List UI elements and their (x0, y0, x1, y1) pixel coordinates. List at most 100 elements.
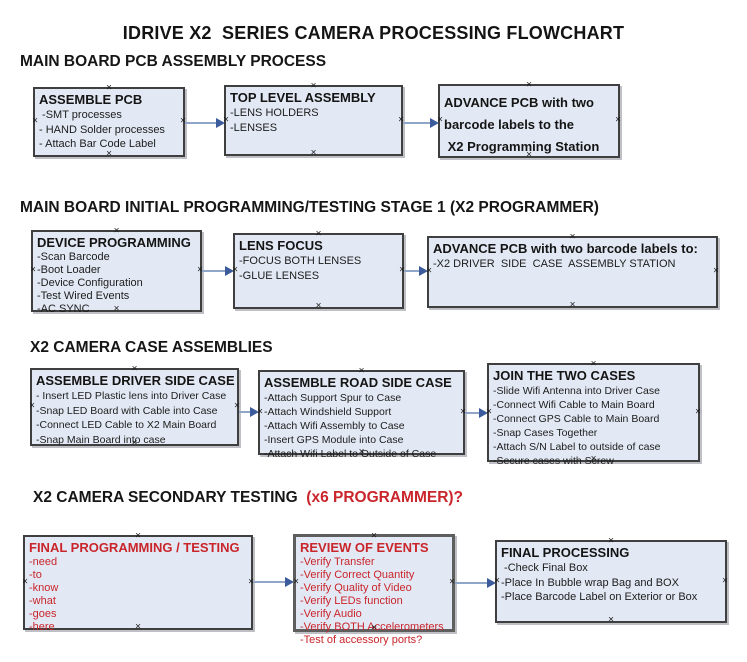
box-title: ADVANCE PCB with two barcode labels to: (433, 241, 698, 256)
box-item: -Place In Bubble wrap Bag and BOX (501, 576, 679, 589)
box-title-line: ADVANCE PCB with two (444, 95, 594, 110)
selection-handle-icon: × (722, 575, 728, 586)
box-item: -Verify BOTH Accelerometers (300, 621, 444, 633)
flow-box-lens-focus[interactable]: LENS FOCUS -FOCUS BOTH LENSES -GLUE LENS… (232, 229, 405, 312)
selection-handle-icon: × (437, 114, 443, 126)
box-title: FINAL PROGRAMMING / TESTING (29, 540, 240, 555)
arrow-head-icon (285, 577, 294, 587)
selection-handle-icon: × (695, 406, 701, 417)
page-title: IDRIVE X2 SERIES CAMERA PROCESSING FLOWC… (122, 23, 625, 43)
selection-handle-icon: × (608, 614, 614, 626)
box-item: -Scan Barcode (37, 251, 110, 263)
selection-handle-icon: × (426, 265, 432, 277)
box-item: -need (29, 556, 58, 568)
arrow-head-icon (216, 118, 225, 128)
flow-box-device-programming[interactable]: DEVICE PROGRAMMING -Scan Barcode -Boot L… (30, 226, 203, 315)
section-heading-red-text: (x6 PROGRAMMER)? (306, 489, 464, 506)
box-item: -Slide Wifi Antenna into Driver Case (493, 385, 660, 397)
box-item: -Check Final Box (501, 562, 588, 574)
box-title: DEVICE PROGRAMMING (37, 235, 191, 250)
flow-box-assemble-road-side-case[interactable]: ASSEMBLE ROAD SIDE CASE -Attach Support … (257, 366, 466, 460)
box-item: -Attach Wifi Assembly to Case (264, 420, 405, 432)
section-heading-case-assemblies: X2 CAMERA CASE ASSEMBLIES (30, 339, 273, 356)
box-item: -Test of accessory ports? (300, 634, 423, 646)
arrow-shaft (455, 582, 489, 584)
arrow-head-icon (430, 118, 439, 128)
section-heading-text: X2 CAMERA SECONDARY TESTING (33, 489, 307, 506)
box-title: TOP LEVEL ASSEMBLY (230, 90, 376, 105)
box-item: -what (29, 595, 56, 607)
box-item: -Attach Windshield Support (264, 406, 392, 418)
flow-box-review-of-events[interactable]: REVIEW OF EVENTS -Verify Transfer -Verif… (293, 531, 455, 646)
box-item: -X2 DRIVER SIDE CASE ASSEMBLY STATION (433, 258, 676, 270)
box-item: - Attach Bar Code Label (39, 138, 156, 150)
flow-box-final-programming-testing[interactable]: FINAL PROGRAMMING / TESTING -need -to -k… (22, 531, 254, 633)
box-title: REVIEW OF EVENTS (300, 540, 429, 555)
selection-handle-icon: × (29, 400, 35, 412)
selection-handle-icon: × (310, 147, 317, 159)
box-item: -Connect GPS Cable to Main Board (493, 413, 660, 425)
flow-box-join-the-two-cases[interactable]: JOIN THE TWO CASES -Slide Wifi Antenna i… (486, 359, 701, 467)
box-item: -LENSES (230, 121, 278, 134)
flow-box-advance-pcb-case-assembly[interactable]: ADVANCE PCB with two barcode labels to: … (426, 232, 719, 311)
selection-handle-icon: × (315, 300, 322, 312)
selection-handle-icon: × (30, 264, 36, 276)
arrow-shaft (465, 412, 481, 414)
selection-handle-icon: × (494, 575, 500, 586)
arrow-shaft (403, 122, 432, 124)
flow-box-assemble-driver-side-case[interactable]: ASSEMBLE DRIVER SIDE CASE - Insert LED P… (29, 364, 240, 448)
box-title: JOIN THE TWO CASES (493, 368, 636, 383)
selection-handle-icon: × (257, 406, 263, 417)
box-item: -FOCUS BOTH LENSES (239, 255, 362, 267)
box-item: -Insert GPS Module into Case (264, 434, 404, 446)
arrow-shaft (239, 411, 252, 413)
box-item: -Attach Wifi Label to Outside of Case (264, 448, 437, 460)
flow-box-assemble-pcb[interactable]: ASSEMBLE PCB -SMT processes - HAND Solde… (32, 83, 186, 159)
section-heading-pcb-assembly: MAIN BOARD PCB ASSEMBLY PROCESS (20, 53, 327, 70)
flow-box-top-level-assembly[interactable]: TOP LEVEL ASSEMBLY -LENS HOLDERS -LENSES… (223, 81, 404, 159)
selection-handle-icon: × (232, 264, 238, 276)
box-item: -Test Wired Events (37, 290, 130, 302)
flow-box-final-processing[interactable]: FINAL PROCESSING -Check Final Box -Place… (494, 536, 728, 626)
selection-handle-icon: × (32, 115, 38, 127)
box-item: -Verify Quality of Video (300, 582, 412, 594)
selection-handle-icon: × (486, 406, 492, 417)
flow-box-advance-pcb-programming-station[interactable]: ADVANCE PCB with two barcode labels to t… (437, 79, 621, 160)
box-item: - HAND Solder processes (39, 123, 165, 136)
selection-handle-icon: × (22, 576, 28, 587)
arrow-shaft (185, 122, 218, 124)
box-item: -Connect Wifi Cable to Main Board (493, 399, 655, 411)
box-item: -Snap Cases Together (493, 427, 598, 439)
arrow-shaft (404, 270, 421, 272)
box-title: ASSEMBLE DRIVER SIDE CASE (36, 373, 235, 388)
box-item: -AC SYNC (37, 303, 90, 315)
selection-handle-icon: × (569, 299, 576, 311)
box-item: -Place Barcode Label on Exterior or Box (501, 591, 698, 603)
box-item: -LENS HOLDERS (230, 107, 319, 119)
box-item: -Boot Loader (37, 264, 101, 276)
box-item: -know (29, 582, 59, 594)
section-heading-secondary-testing: X2 CAMERA SECONDARY TESTING (x6 PROGRAMM… (33, 489, 463, 507)
selection-handle-icon: × (293, 576, 299, 588)
selection-handle-icon: × (615, 114, 621, 126)
box-title: ASSEMBLE ROAD SIDE CASE (264, 375, 452, 390)
selection-handle-icon: × (713, 265, 719, 277)
box-title-line: barcode labels to the (444, 117, 575, 132)
box-item: -SMT processes (39, 109, 122, 121)
arrow-head-icon (487, 578, 496, 588)
box-item: -Verify Transfer (300, 556, 375, 568)
box-item: -Device Configuration (37, 277, 143, 289)
box-item: -GLUE LENSES (239, 269, 320, 282)
section-heading-initial-programming: MAIN BOARD INITIAL PROGRAMMING/TESTING S… (20, 199, 599, 216)
arrow-shaft (253, 581, 287, 583)
arrow-head-icon (419, 266, 428, 276)
box-item: -Connect LED Cable to X2 Main Board (36, 419, 217, 431)
selection-handle-icon: × (526, 79, 532, 91)
box-item: -Attach Support Spur to Case (264, 392, 402, 404)
box-item: -to (29, 569, 42, 581)
box-item: - Insert LED Plastic lens into Driver Ca… (36, 390, 227, 402)
arrow-head-icon (225, 266, 234, 276)
box-title: ASSEMBLE PCB (39, 92, 143, 107)
selection-handle-icon: × (234, 400, 240, 412)
box-item: -Snap LED Board with Cable into Case (36, 404, 218, 417)
